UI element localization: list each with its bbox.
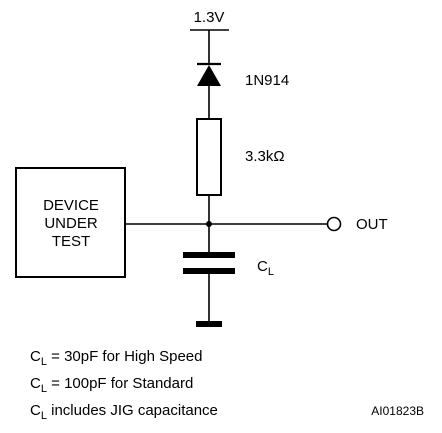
output-terminal [326, 216, 342, 232]
capacitor-bottom-plate [183, 268, 235, 274]
capacitor-symbol [183, 252, 235, 274]
note-1-sub: L [41, 356, 47, 368]
diode-symbol [197, 62, 221, 86]
dut-label-line-1: DEVICE [43, 197, 99, 214]
diode-part-label: 1N914 [245, 72, 289, 89]
note-2-sub: L [41, 383, 47, 395]
figure-reference: AI01823B [371, 404, 424, 418]
resistor-symbol [196, 118, 222, 196]
dut-label-line-3: TEST [52, 233, 90, 250]
resistor-value-label: 3.3kΩ [245, 148, 285, 165]
note-line-1: CL = 30pF for High Speed [30, 348, 202, 368]
note-3-text: includes JIG capacitance [47, 402, 218, 419]
capacitor-label: CL [257, 258, 274, 278]
output-label: OUT [356, 216, 388, 233]
device-under-test-box [15, 167, 126, 278]
note-3-main: C [30, 402, 41, 419]
diode-anode-triangle [197, 65, 221, 86]
note-line-3: CL includes JIG capacitance [30, 402, 218, 422]
note-1-text: = 30pF for High Speed [47, 348, 203, 365]
note-2-text: = 100pF for Standard [47, 375, 193, 392]
note-line-2: CL = 100pF for Standard [30, 375, 193, 395]
capacitor-label-sub: L [268, 266, 274, 278]
dut-label-line-2: UNDER [44, 215, 98, 232]
ground-symbol [196, 321, 222, 327]
capacitor-top-plate [183, 252, 235, 258]
capacitor-label-main: C [257, 258, 268, 275]
supply-voltage-label: 1.3V [194, 9, 225, 26]
note-1-main: C [30, 348, 41, 365]
note-3-sub: L [41, 410, 47, 422]
note-2-main: C [30, 375, 41, 392]
